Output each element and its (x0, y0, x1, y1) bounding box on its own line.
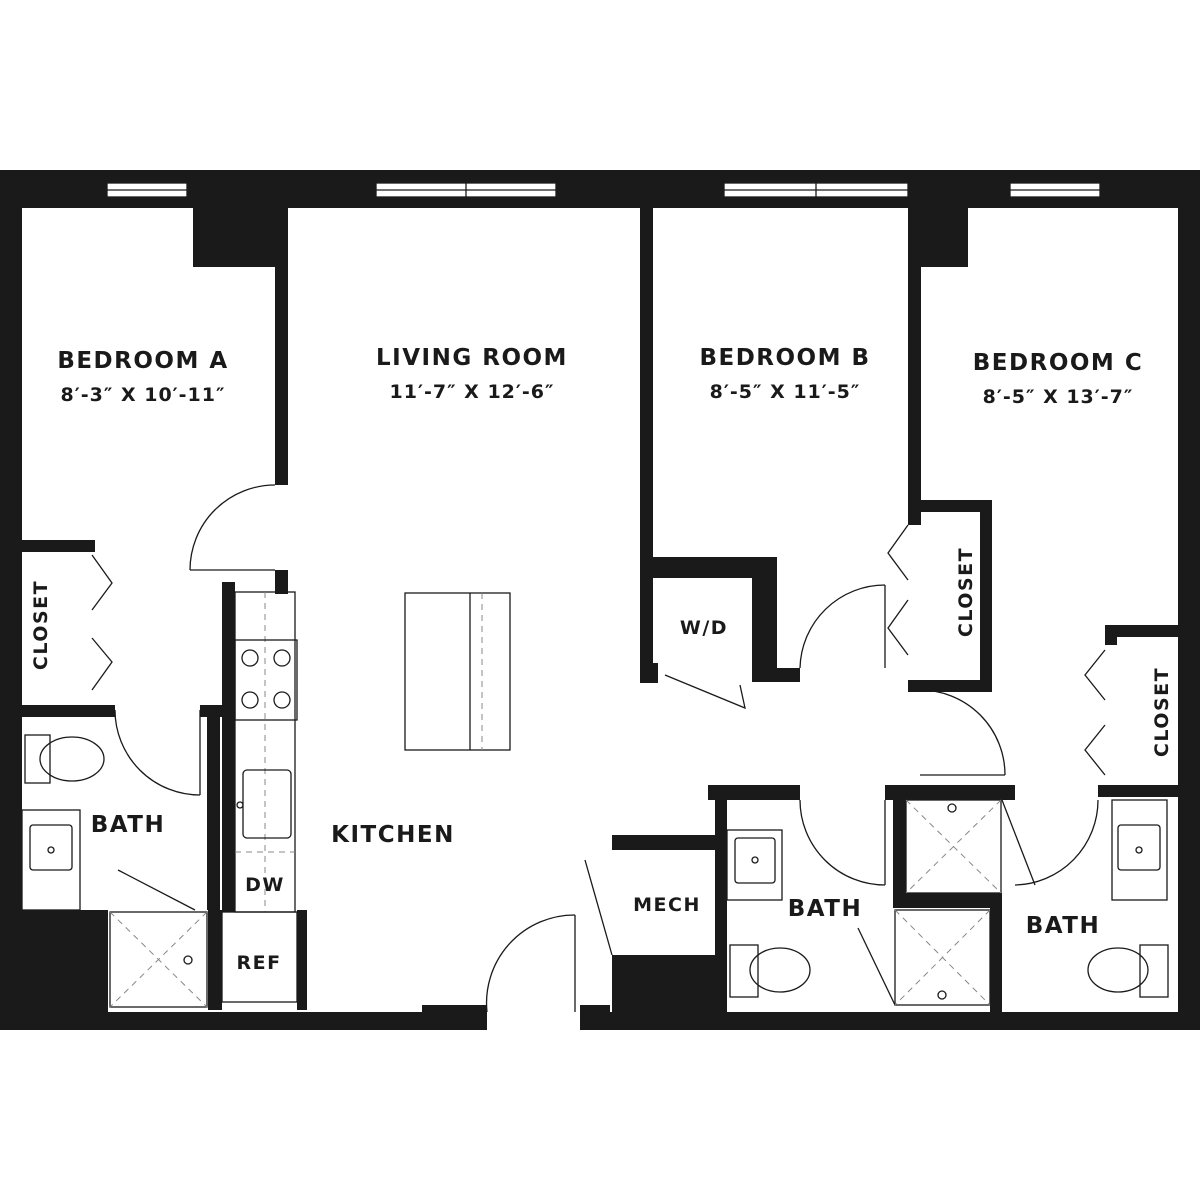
walls (0, 170, 1200, 1030)
room-name-living-room: LIVING ROOM (376, 345, 568, 371)
closet-label-a: CLOSET (30, 580, 52, 670)
toilet-icon (24, 734, 105, 784)
room-name-bath-b: BATH (788, 896, 862, 922)
sink-icon (21, 809, 81, 911)
room-name-bedroom-c: BEDROOM C (973, 350, 1143, 376)
door-swing-icon (1014, 799, 1099, 886)
toilet-icon (729, 944, 811, 998)
sink-icon (1111, 799, 1168, 901)
bath-fixtures (21, 734, 1169, 1008)
kitchen-fixtures (221, 591, 511, 1003)
door-swing-icon (799, 799, 886, 886)
door-swing-icon (189, 484, 276, 571)
room-dims-bedroom-a: 8′-3″ X 10′-11″ (61, 384, 226, 406)
shower-icon (109, 911, 208, 1008)
shower-icon (905, 799, 1002, 894)
washer-dryer-label: W/D (680, 617, 728, 639)
window-icon (723, 182, 909, 198)
kitchen-island (404, 592, 511, 751)
room-dims-living-room: 11′-7″ X 12′-6″ (390, 381, 555, 403)
window-icon (106, 182, 188, 198)
fixture-labels: CLOSET CLOSET CLOSET W/D DW REF (30, 547, 1173, 974)
refrigerator-label: REF (236, 952, 281, 974)
room-name-bedroom-b: BEDROOM B (699, 345, 870, 371)
door-swing-icon (114, 709, 201, 796)
sink-icon (726, 829, 783, 901)
dishwasher-label: DW (245, 874, 285, 896)
windows (106, 182, 1101, 198)
room-labels: BEDROOM A 8′-3″ X 10′-11″ LIVING ROOM 11… (57, 345, 1143, 939)
room-dims-bedroom-c: 8′-5″ X 13′-7″ (983, 386, 1134, 408)
door-swing-icon (485, 914, 576, 1013)
closet-label-b: CLOSET (955, 547, 977, 637)
window-icon (1009, 182, 1101, 198)
closet-label-c: CLOSET (1151, 667, 1173, 757)
window-icon (375, 182, 557, 198)
door-swing-icon (799, 584, 886, 669)
room-name-kitchen: KITCHEN (331, 822, 455, 848)
room-dims-bedroom-b: 8′-5″ X 11′-5″ (710, 381, 861, 403)
room-name-bath-a: BATH (91, 812, 165, 838)
room-name-mech: MECH (633, 894, 701, 916)
room-name-bath-c: BATH (1026, 913, 1100, 939)
door-swing-icon (919, 689, 1006, 776)
stove-icon (234, 639, 298, 721)
toilet-icon (1087, 944, 1169, 998)
room-name-bedroom-a: BEDROOM A (57, 348, 228, 374)
shower-icon (894, 909, 991, 1006)
sink-icon (236, 769, 292, 839)
doors (91, 484, 1106, 1013)
